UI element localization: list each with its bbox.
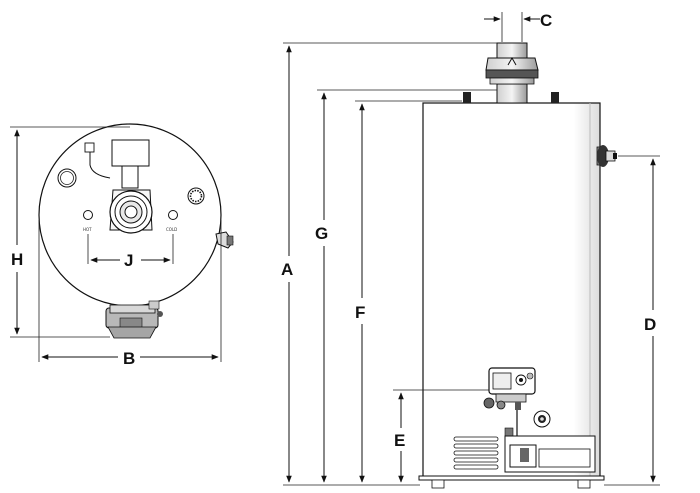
dimension-j: J	[87, 234, 174, 270]
dimension-g: G	[315, 89, 497, 483]
tp-valve-top-icon	[215, 231, 234, 249]
dimension-a: A	[281, 42, 497, 486]
label-h: H	[11, 250, 23, 269]
cold-inlet-icon	[168, 210, 178, 220]
label-a: A	[281, 260, 293, 279]
draft-hood-icon	[485, 42, 539, 104]
label-b: B	[123, 349, 135, 368]
dimension-b: B	[38, 220, 222, 368]
dimension-e: E	[393, 389, 489, 483]
gas-valve-bottom-icon	[105, 300, 163, 339]
dimension-h: H	[10, 126, 130, 338]
flue-port	[57, 168, 77, 188]
cold-label: COLD	[166, 227, 177, 232]
label-g: G	[315, 224, 328, 243]
burner-access-panel	[504, 427, 596, 473]
dimension-d: D	[604, 155, 660, 486]
dimension-c: C	[484, 11, 552, 42]
gas-control-side-icon	[483, 367, 536, 445]
side-view: C A G F D	[281, 11, 660, 489]
cold-nipple-icon	[551, 92, 559, 103]
dimension-f: F	[355, 100, 462, 483]
label-e: E	[394, 431, 405, 450]
hot-outlet-icon	[83, 210, 93, 220]
tp-valve-side-icon	[596, 145, 617, 167]
vent-collar-icon	[109, 189, 153, 234]
label-j: J	[124, 251, 133, 270]
hot-label: HOT	[83, 227, 92, 232]
gas-control-top-icon	[84, 139, 150, 189]
label-f: F	[355, 303, 365, 322]
top-view: HOT COLD H	[10, 123, 234, 368]
hot-nipple-icon	[463, 92, 471, 103]
combustion-louvers	[453, 436, 499, 470]
tank-body	[422, 102, 601, 480]
drain-valve-icon	[533, 410, 551, 428]
tank-base	[418, 475, 605, 489]
label-d: D	[644, 315, 656, 334]
anode-fitting-icon	[187, 187, 205, 205]
label-c: C	[540, 11, 552, 30]
